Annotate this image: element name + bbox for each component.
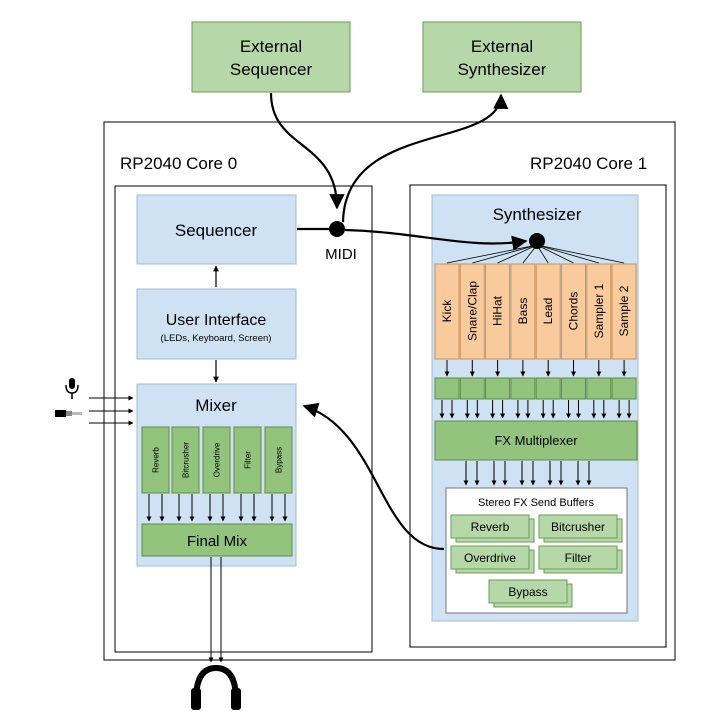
external-synthesizer-line1: External [471, 37, 533, 56]
send-buffer-label: Filter [565, 551, 592, 565]
mixer-fx-bitcrusher [171, 426, 200, 494]
voice-chords [561, 263, 586, 360]
voice-label: Kick [440, 299, 454, 323]
voice-snare-clap [459, 263, 485, 360]
sequencer-label: Sequencer [175, 221, 258, 240]
send-buffer-reverb [450, 514, 530, 539]
voice-fx-sender [611, 377, 637, 400]
final-mix-box: Final Mix [141, 523, 293, 557]
fx-multiplexer-box: FX Multiplexer [434, 420, 638, 461]
send-buffers-to-mixer-arrow [302, 402, 445, 551]
send-buffer-label: Bitcrusher [551, 520, 605, 534]
core0-title: RP2040 Core 0 [120, 154, 237, 173]
voice-label: Sample 2 [617, 285, 631, 336]
mixer-fx-overdrive [202, 426, 231, 494]
voice-fx-sender [561, 377, 586, 400]
fx-multiplexer-label: FX Multiplexer [494, 433, 578, 448]
voice-fx-sender [485, 377, 511, 400]
ext-sequencer-to-midi-arrow [269, 92, 345, 210]
voice-sampler-1 [586, 263, 612, 360]
midi-label: MIDI [325, 246, 357, 263]
external-synthesizer-line2: Synthesizer [458, 60, 547, 79]
microphone-icon [65, 378, 79, 399]
send-buffer-filter [538, 545, 618, 570]
voice-fanout-line [536, 244, 549, 264]
send-buffer-label: Bypass [508, 585, 547, 599]
board-outline [103, 121, 676, 661]
voice-label: HiHat [491, 295, 505, 326]
audio-jack-icon [55, 410, 82, 417]
midi-hub-node [329, 221, 345, 237]
send-buffer-label: Overdrive [464, 551, 516, 565]
mixer-fx-channels: Reverb Bitcrusher Overdrive Filter Bypass [141, 426, 293, 522]
mixer-fx-label: Overdrive [213, 442, 222, 477]
user-interface-subtitle: (LEDs, Keyboard, Screen) [161, 333, 272, 344]
mixer-fx-label: Reverb [152, 447, 161, 473]
sequencer-box: Sequencer [136, 194, 297, 265]
voice-sample-2 [611, 263, 637, 360]
external-sequencer-line1: External [240, 37, 302, 56]
voice-fx-sender [586, 377, 612, 400]
user-interface-box: User Interface (LEDs, Keyboard, Screen) [136, 288, 297, 360]
user-interface-label: User Interface [166, 312, 267, 329]
voice-fanout-line [536, 244, 625, 264]
voice-label: Chords [567, 292, 581, 331]
mixer-fx-label: Bitcrusher [182, 442, 191, 478]
external-sequencer-box: External Sequencer [191, 21, 351, 93]
core0-box [114, 185, 373, 653]
voice-fanout-line [536, 244, 599, 264]
voice-label: Lead [541, 298, 555, 325]
send-buffer-label: Reverb [471, 520, 510, 534]
mux-output-arrows [463, 461, 592, 486]
mixer-fx-label: Bypass [275, 447, 284, 473]
voice-fx-sender [434, 377, 460, 400]
mixer-fx-filter [233, 426, 262, 494]
mixer-label: Mixer [195, 396, 237, 415]
midi-to-ext-synth-arrow [341, 93, 509, 223]
synthesizer-label: Synthesizer [493, 205, 582, 224]
voice-label: Bass [516, 298, 530, 325]
voice-kick [434, 263, 460, 360]
send-buffer-bitcrusher [538, 514, 618, 539]
mixer-fx-bypass [264, 426, 293, 494]
send-buffers-title: Stereo FX Send Buffers [478, 497, 594, 509]
external-synthesizer-box: External Synthesizer [422, 21, 582, 93]
voice-bass [510, 263, 536, 360]
voice-fanout-line [497, 244, 538, 264]
synth-voices: Kick Snare/Clap HiHat Bass Lead Chords Sampler… [434, 244, 637, 419]
send-buffer-overdrive [450, 545, 530, 570]
midi-to-synth-arrow [344, 228, 528, 251]
synth-midi-junction [529, 233, 545, 249]
final-mix-label: Final Mix [187, 533, 248, 550]
voice-label: Snare/Clap [465, 281, 479, 341]
headphones-icon [191, 664, 241, 710]
external-sequencer-line2: Sequencer [230, 60, 313, 79]
mixer-fx-label: Filter [244, 451, 253, 469]
voice-fx-sender [535, 377, 561, 400]
voice-fx-sender [510, 377, 536, 400]
send-buffer-bypass [488, 579, 568, 604]
voice-fanout-line [522, 244, 538, 264]
voice-fanout-line [536, 244, 574, 264]
core1-title: RP2040 Core 1 [530, 154, 647, 173]
voice-lead [535, 263, 561, 360]
voice-hihat [485, 263, 511, 360]
voice-label: Sampler 1 [592, 283, 606, 338]
voice-fx-sender [459, 377, 485, 400]
core1-box [409, 184, 667, 648]
mixer-fx-reverb [141, 426, 170, 494]
